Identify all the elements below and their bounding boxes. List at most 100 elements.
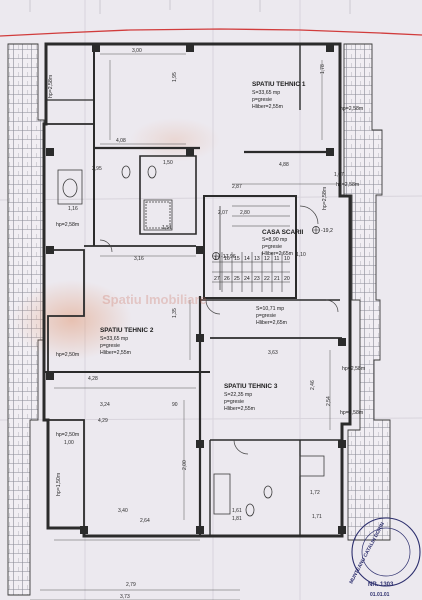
- dim-label: 1,72: [310, 490, 320, 496]
- dim-label: 4,28: [88, 376, 98, 382]
- svg-text:25: 25: [234, 276, 240, 282]
- dim-label: 1,61: [232, 508, 242, 514]
- svg-text:SPATIU TEHNIC 1: SPATIU TEHNIC 1: [252, 81, 306, 88]
- svg-text:15: 15: [234, 256, 240, 262]
- dim-label: 1,10: [296, 252, 306, 258]
- svg-text:01.01.01: 01.01.01: [370, 592, 390, 598]
- watermark-text: Spatiu Imobiliare: [102, 292, 207, 307]
- svg-text:S=33,65 mp: S=33,65 mp: [100, 336, 128, 342]
- dim-label: 3,16: [134, 256, 144, 262]
- dimension-lines: [30, 53, 336, 600]
- dimension-labels: 3,00 1,95 4,08 1,50 2,95 4,88 2,87 1,51 …: [64, 48, 344, 600]
- dim-label: 2,46: [310, 380, 316, 390]
- svg-text:23: 23: [254, 276, 260, 282]
- svg-text:NR. 1303: NR. 1303: [368, 582, 394, 588]
- blueprint-red-border: [0, 28, 422, 37]
- dim-label: 2,07: [218, 210, 228, 216]
- svg-text:hp=2,58m: hp=2,58m: [342, 366, 365, 372]
- dim-label: 1,00: [64, 440, 74, 446]
- dim-label: 3,24: [100, 402, 110, 408]
- paper-tint: [12, 280, 132, 360]
- dim-label: 1,81: [232, 516, 242, 522]
- svg-text:CASA SCARII: CASA SCARII: [262, 229, 304, 236]
- right-masonry-strip: [343, 43, 391, 541]
- svg-text:20: 20: [284, 276, 290, 282]
- dim-label: 2,87: [232, 184, 242, 190]
- dim-label: 3,40: [118, 508, 128, 514]
- svg-text:p=gresie: p=gresie: [256, 313, 276, 319]
- dim-label: 4,29: [98, 418, 108, 424]
- svg-text:13: 13: [254, 256, 260, 262]
- dim-label: 2,95: [92, 166, 102, 172]
- dim-label: 1,95: [172, 72, 178, 82]
- dim-label: 1,78: [320, 64, 326, 74]
- svg-text:16: 16: [224, 256, 230, 262]
- dim-label: 1,16: [68, 206, 78, 212]
- dim-label: 2,00: [182, 460, 188, 470]
- svg-text:hp=2,58m: hp=2,58m: [340, 106, 363, 112]
- dim-label: 4,08: [116, 138, 126, 144]
- room-label-tech-3: SPATIU TEHNIC 3 S=22,35 mp p=gresie Hlib…: [224, 383, 278, 412]
- svg-text:14: 14: [244, 256, 250, 262]
- svg-text:Hliber=2,55m: Hliber=2,55m: [100, 350, 131, 356]
- stair-step-numbers: 17 16 15 14 13 12 11 10 27 26 25 24 23 2…: [214, 256, 290, 282]
- dim-label: 3,73: [120, 594, 130, 600]
- svg-text:hp=2,58m: hp=2,58m: [340, 410, 363, 416]
- svg-text:hp=2,58m: hp=2,58m: [336, 182, 359, 188]
- height-labels: hp=2,58m hp=2,58m hp=2,58m hp=2,58m hp=2…: [48, 75, 365, 496]
- level-marker-stairs: -17,96: [212, 252, 236, 260]
- svg-text:S=22,35 mp: S=22,35 mp: [224, 392, 252, 398]
- dim-label: 1,51: [162, 225, 172, 231]
- dim-label: 1,35: [172, 308, 178, 318]
- svg-text:22: 22: [264, 276, 270, 282]
- svg-text:21: 21: [274, 276, 280, 282]
- svg-text:hp=1,50m: hp=1,50m: [56, 473, 62, 496]
- svg-text:17: 17: [214, 256, 220, 262]
- sanitary-fixtures: [57, 165, 325, 517]
- svg-text:hp=2,58m: hp=2,58m: [48, 75, 54, 98]
- svg-text:Hliber=2,65m: Hliber=2,65m: [262, 251, 293, 257]
- svg-text:24: 24: [244, 276, 250, 282]
- svg-text:S=33,65 mp: S=33,65 mp: [252, 90, 280, 96]
- dim-label: 3,63: [268, 350, 278, 356]
- stair-treads: [212, 205, 290, 292]
- svg-text:p=gresie: p=gresie: [262, 244, 282, 250]
- dim-label: 2,79: [126, 582, 136, 588]
- dim-label: 2,64: [140, 518, 150, 524]
- dim-label: 1,07: [334, 172, 344, 178]
- svg-text:hp=2,58m: hp=2,58m: [56, 222, 79, 228]
- dim-label: 2,54: [326, 396, 332, 406]
- room-label-hallway: S=10,71 mp p=gresie Hliber=2,65m: [256, 306, 287, 326]
- svg-text:Hliber=2,55m: Hliber=2,55m: [252, 104, 283, 110]
- svg-text:S=10,71 mp: S=10,71 mp: [256, 306, 284, 312]
- edge-marks: [29, 0, 351, 14]
- svg-text:p=gresie: p=gresie: [252, 97, 272, 103]
- svg-text:SPATIU TEHNIC 3: SPATIU TEHNIC 3: [224, 383, 278, 390]
- dim-label: 2,80: [240, 210, 250, 216]
- dim-label: 90: [172, 402, 178, 408]
- svg-text:26: 26: [224, 276, 230, 282]
- svg-text:hp=2,58m: hp=2,58m: [322, 187, 328, 210]
- svg-text:p=gresie: p=gresie: [100, 343, 120, 349]
- svg-text:hp=2,50m: hp=2,50m: [56, 352, 79, 358]
- walls: [42, 42, 352, 538]
- svg-text:11: 11: [274, 256, 279, 262]
- svg-text:-19,2: -19,2: [321, 228, 333, 234]
- columns: [46, 44, 346, 534]
- svg-text:S=8,90 mp: S=8,90 mp: [262, 237, 287, 243]
- svg-text:Hliber=2,55m: Hliber=2,55m: [224, 406, 255, 412]
- level-marker-entry: -19,2: [312, 226, 333, 234]
- paper-tint-2: [130, 118, 220, 162]
- room-label-tech-2: SPATIU TEHNIC 2 S=33,65 mp p=gresie Hlib…: [100, 327, 154, 356]
- svg-text:10: 10: [284, 256, 290, 262]
- room-label-stairwell: CASA SCARII S=8,90 mp p=gresie Hliber=2,…: [262, 229, 304, 257]
- dim-label: 1,71: [312, 514, 322, 520]
- dim-label: 3,00: [132, 48, 142, 54]
- dim-label: 1,50: [163, 160, 173, 166]
- svg-text:p=gresie: p=gresie: [224, 399, 244, 405]
- room-label-tech-1: SPATIU TEHNIC 1 S=33,65 mp p=gresie Hlib…: [252, 81, 306, 110]
- svg-text:27: 27: [214, 276, 220, 282]
- svg-text:-17,96: -17,96: [221, 254, 236, 260]
- dim-label: 4,88: [279, 162, 289, 168]
